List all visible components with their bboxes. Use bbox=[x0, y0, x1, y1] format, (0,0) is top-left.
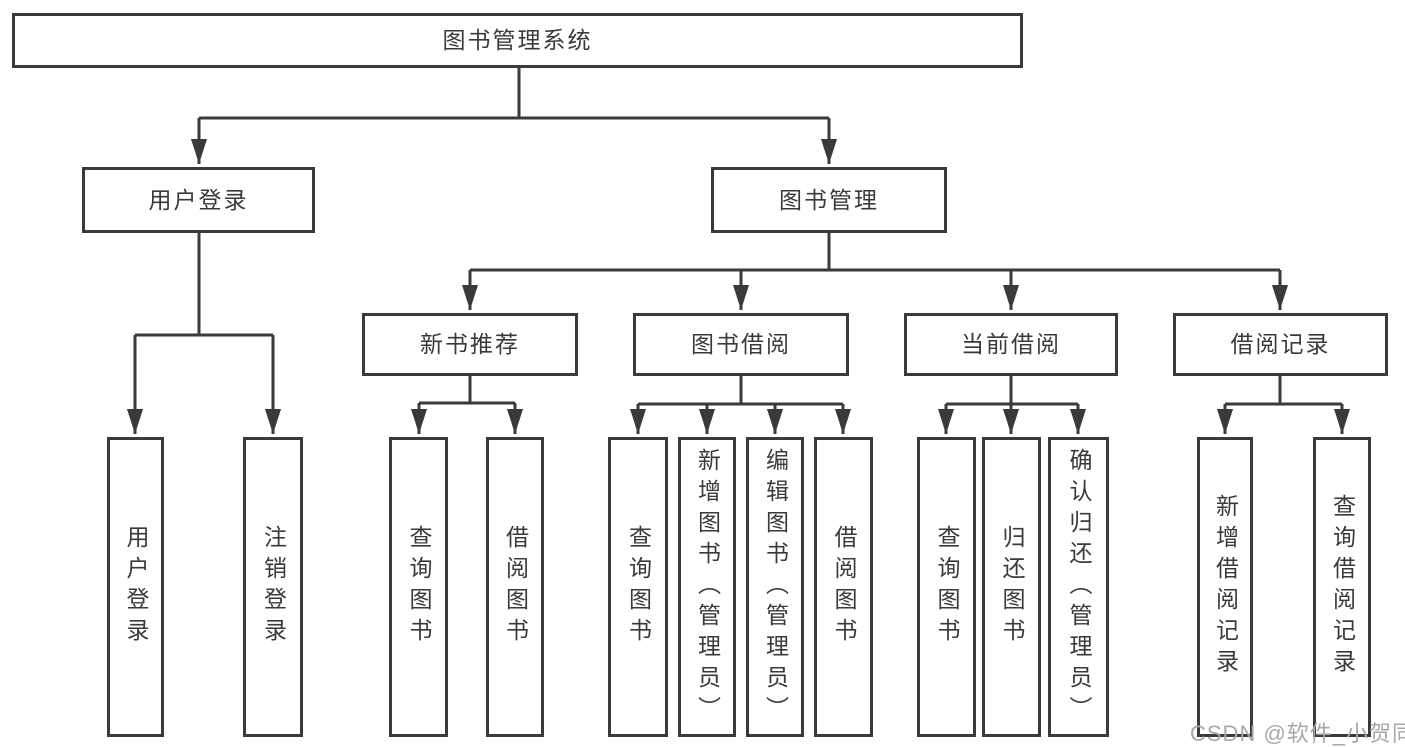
leaf-borrow-book-2-label: 借阅图书 bbox=[831, 525, 857, 649]
leaf-logout-label: 注销登录 bbox=[260, 525, 287, 649]
leaf-borrow-book-1-label: 借阅图书 bbox=[502, 525, 529, 649]
leaf-add-borrow-record: 新增借阅记录 bbox=[1197, 437, 1253, 737]
leaf-add-book-admin-label: 新增图书（管理员） bbox=[694, 447, 721, 727]
node-current-borrowing: 当前借阅 bbox=[904, 313, 1118, 376]
leaf-return-book: 归还图书 bbox=[982, 437, 1041, 737]
leaf-edit-book-admin-label: 编辑图书（管理员） bbox=[762, 447, 789, 727]
node-book-borrowing: 图书借阅 bbox=[633, 313, 849, 376]
leaf-add-book-admin: 新增图书（管理员） bbox=[678, 437, 736, 737]
leaf-borrow-book-2: 借阅图书 bbox=[814, 437, 873, 737]
node-book-management: 图书管理 bbox=[711, 167, 947, 233]
node-user-login-label: 用户登录 bbox=[148, 186, 249, 213]
leaf-user-login: 用户登录 bbox=[107, 437, 164, 737]
leaf-query-book-2-label: 查询图书 bbox=[625, 525, 652, 649]
leaf-confirm-return-admin-label: 确认归还（管理员） bbox=[1066, 447, 1092, 727]
node-new-book-recommend-label: 新书推荐 bbox=[420, 331, 520, 357]
node-new-book-recommend: 新书推荐 bbox=[362, 313, 578, 376]
leaf-user-login-label: 用户登录 bbox=[123, 525, 149, 649]
leaf-query-book-2: 查询图书 bbox=[608, 437, 668, 737]
node-root: 图书管理系统 bbox=[12, 13, 1023, 68]
leaf-edit-book-admin: 编辑图书（管理员） bbox=[746, 437, 804, 737]
leaf-return-book-label: 归还图书 bbox=[999, 525, 1025, 649]
leaf-logout: 注销登录 bbox=[243, 437, 303, 737]
node-borrowing-records-label: 借阅记录 bbox=[1230, 331, 1331, 357]
leaf-add-borrow-record-label: 新增借阅记录 bbox=[1212, 494, 1239, 680]
node-root-label: 图书管理系统 bbox=[442, 27, 593, 53]
watermark: CSDN @软件_小贺同学 bbox=[1190, 721, 1405, 746]
node-book-borrowing-label: 图书借阅 bbox=[691, 331, 791, 357]
leaf-query-book-3: 查询图书 bbox=[917, 437, 976, 737]
leaf-borrow-book-1: 借阅图书 bbox=[486, 437, 544, 737]
node-current-borrowing-label: 当前借阅 bbox=[961, 331, 1061, 357]
leaf-query-borrow-record-label: 查询借阅记录 bbox=[1329, 494, 1356, 680]
leaf-confirm-return-admin: 确认归还（管理员） bbox=[1048, 437, 1109, 737]
node-user-login: 用户登录 bbox=[82, 167, 315, 233]
node-book-management-label: 图书管理 bbox=[779, 186, 879, 213]
leaf-query-book-1: 查询图书 bbox=[389, 437, 448, 737]
leaf-query-book-3-label: 查询图书 bbox=[934, 525, 960, 649]
leaf-query-book-1-label: 查询图书 bbox=[406, 525, 432, 649]
node-borrowing-records: 借阅记录 bbox=[1173, 313, 1388, 376]
leaf-query-borrow-record: 查询借阅记录 bbox=[1313, 437, 1371, 737]
